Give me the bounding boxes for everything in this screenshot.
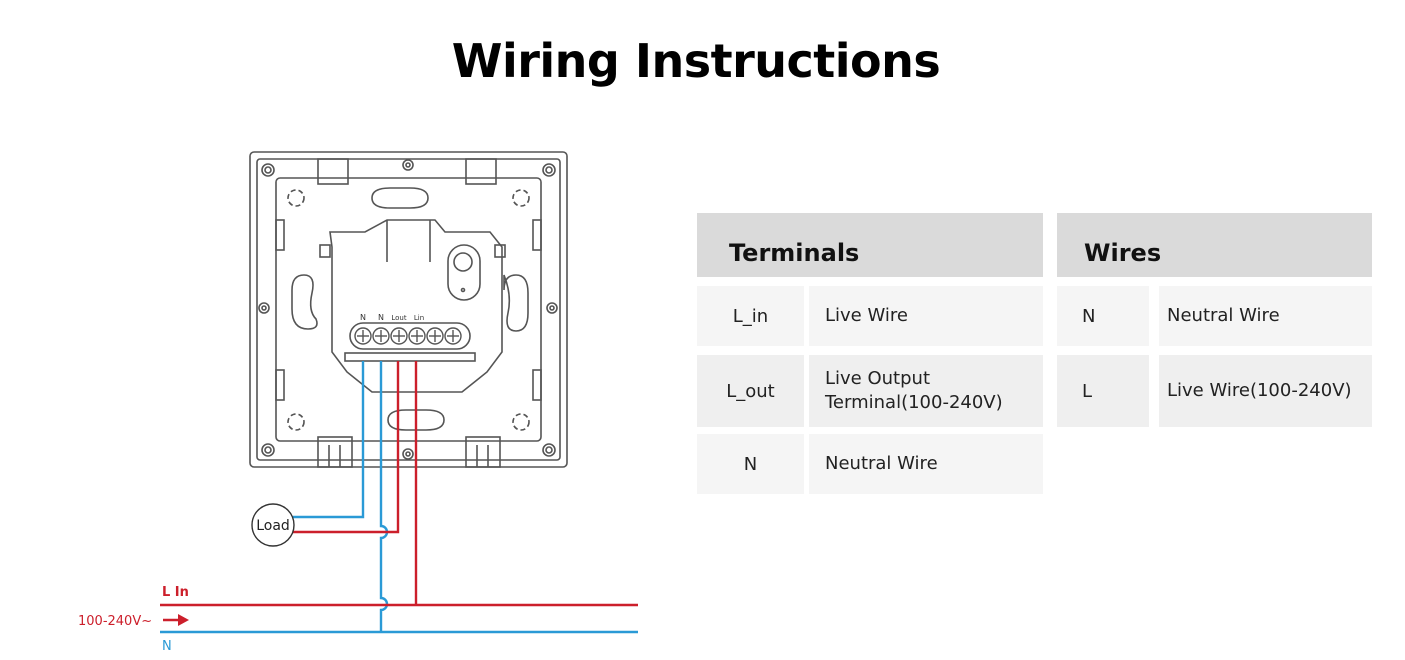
switch-backplate xyxy=(249,151,568,468)
terminal-description-cell: Live Output Terminal(100-240V) xyxy=(809,355,1043,427)
neutral-wire-to-supply xyxy=(379,361,389,632)
wire-description-cell: Neutral Wire xyxy=(1159,286,1372,346)
page-title: Wiring Instructions xyxy=(451,34,941,88)
load-symbol xyxy=(251,503,295,547)
terminal-label-lout: Lout xyxy=(391,314,406,322)
wiring-diagram: N N Lout Lin Load L In 100-240V~ N xyxy=(78,151,638,654)
terminal-cell: L_out xyxy=(697,355,804,427)
voltage-label: 100-240V~ xyxy=(78,614,152,629)
live-out-wire-to-load xyxy=(293,361,400,534)
terminals-table-header: Terminals xyxy=(697,213,1043,277)
terminal-label-n2: N xyxy=(378,313,384,322)
terminal-description-cell: Live Wire xyxy=(809,286,1043,346)
terminal-description-cell: Neutral Wire xyxy=(809,434,1043,494)
wire-cell: N xyxy=(1057,286,1149,346)
line-in-label: L In xyxy=(162,585,189,600)
terminal-label-lin: Lin xyxy=(414,314,424,322)
terminal-cell: L_in xyxy=(697,286,804,346)
neutral-label: N xyxy=(162,639,172,654)
arrow-right-icon xyxy=(163,614,189,626)
wire-cell: L xyxy=(1057,355,1149,427)
terminal-label-n1: N xyxy=(360,313,366,322)
terminal-cell: N xyxy=(697,434,804,494)
load-label: Load xyxy=(256,518,290,534)
terminal-screws xyxy=(354,327,462,345)
neutral-wire-to-load xyxy=(293,361,365,519)
wire-description-cell: Live Wire(100-240V) xyxy=(1159,355,1372,427)
wires-table-header: Wires xyxy=(1057,213,1372,277)
